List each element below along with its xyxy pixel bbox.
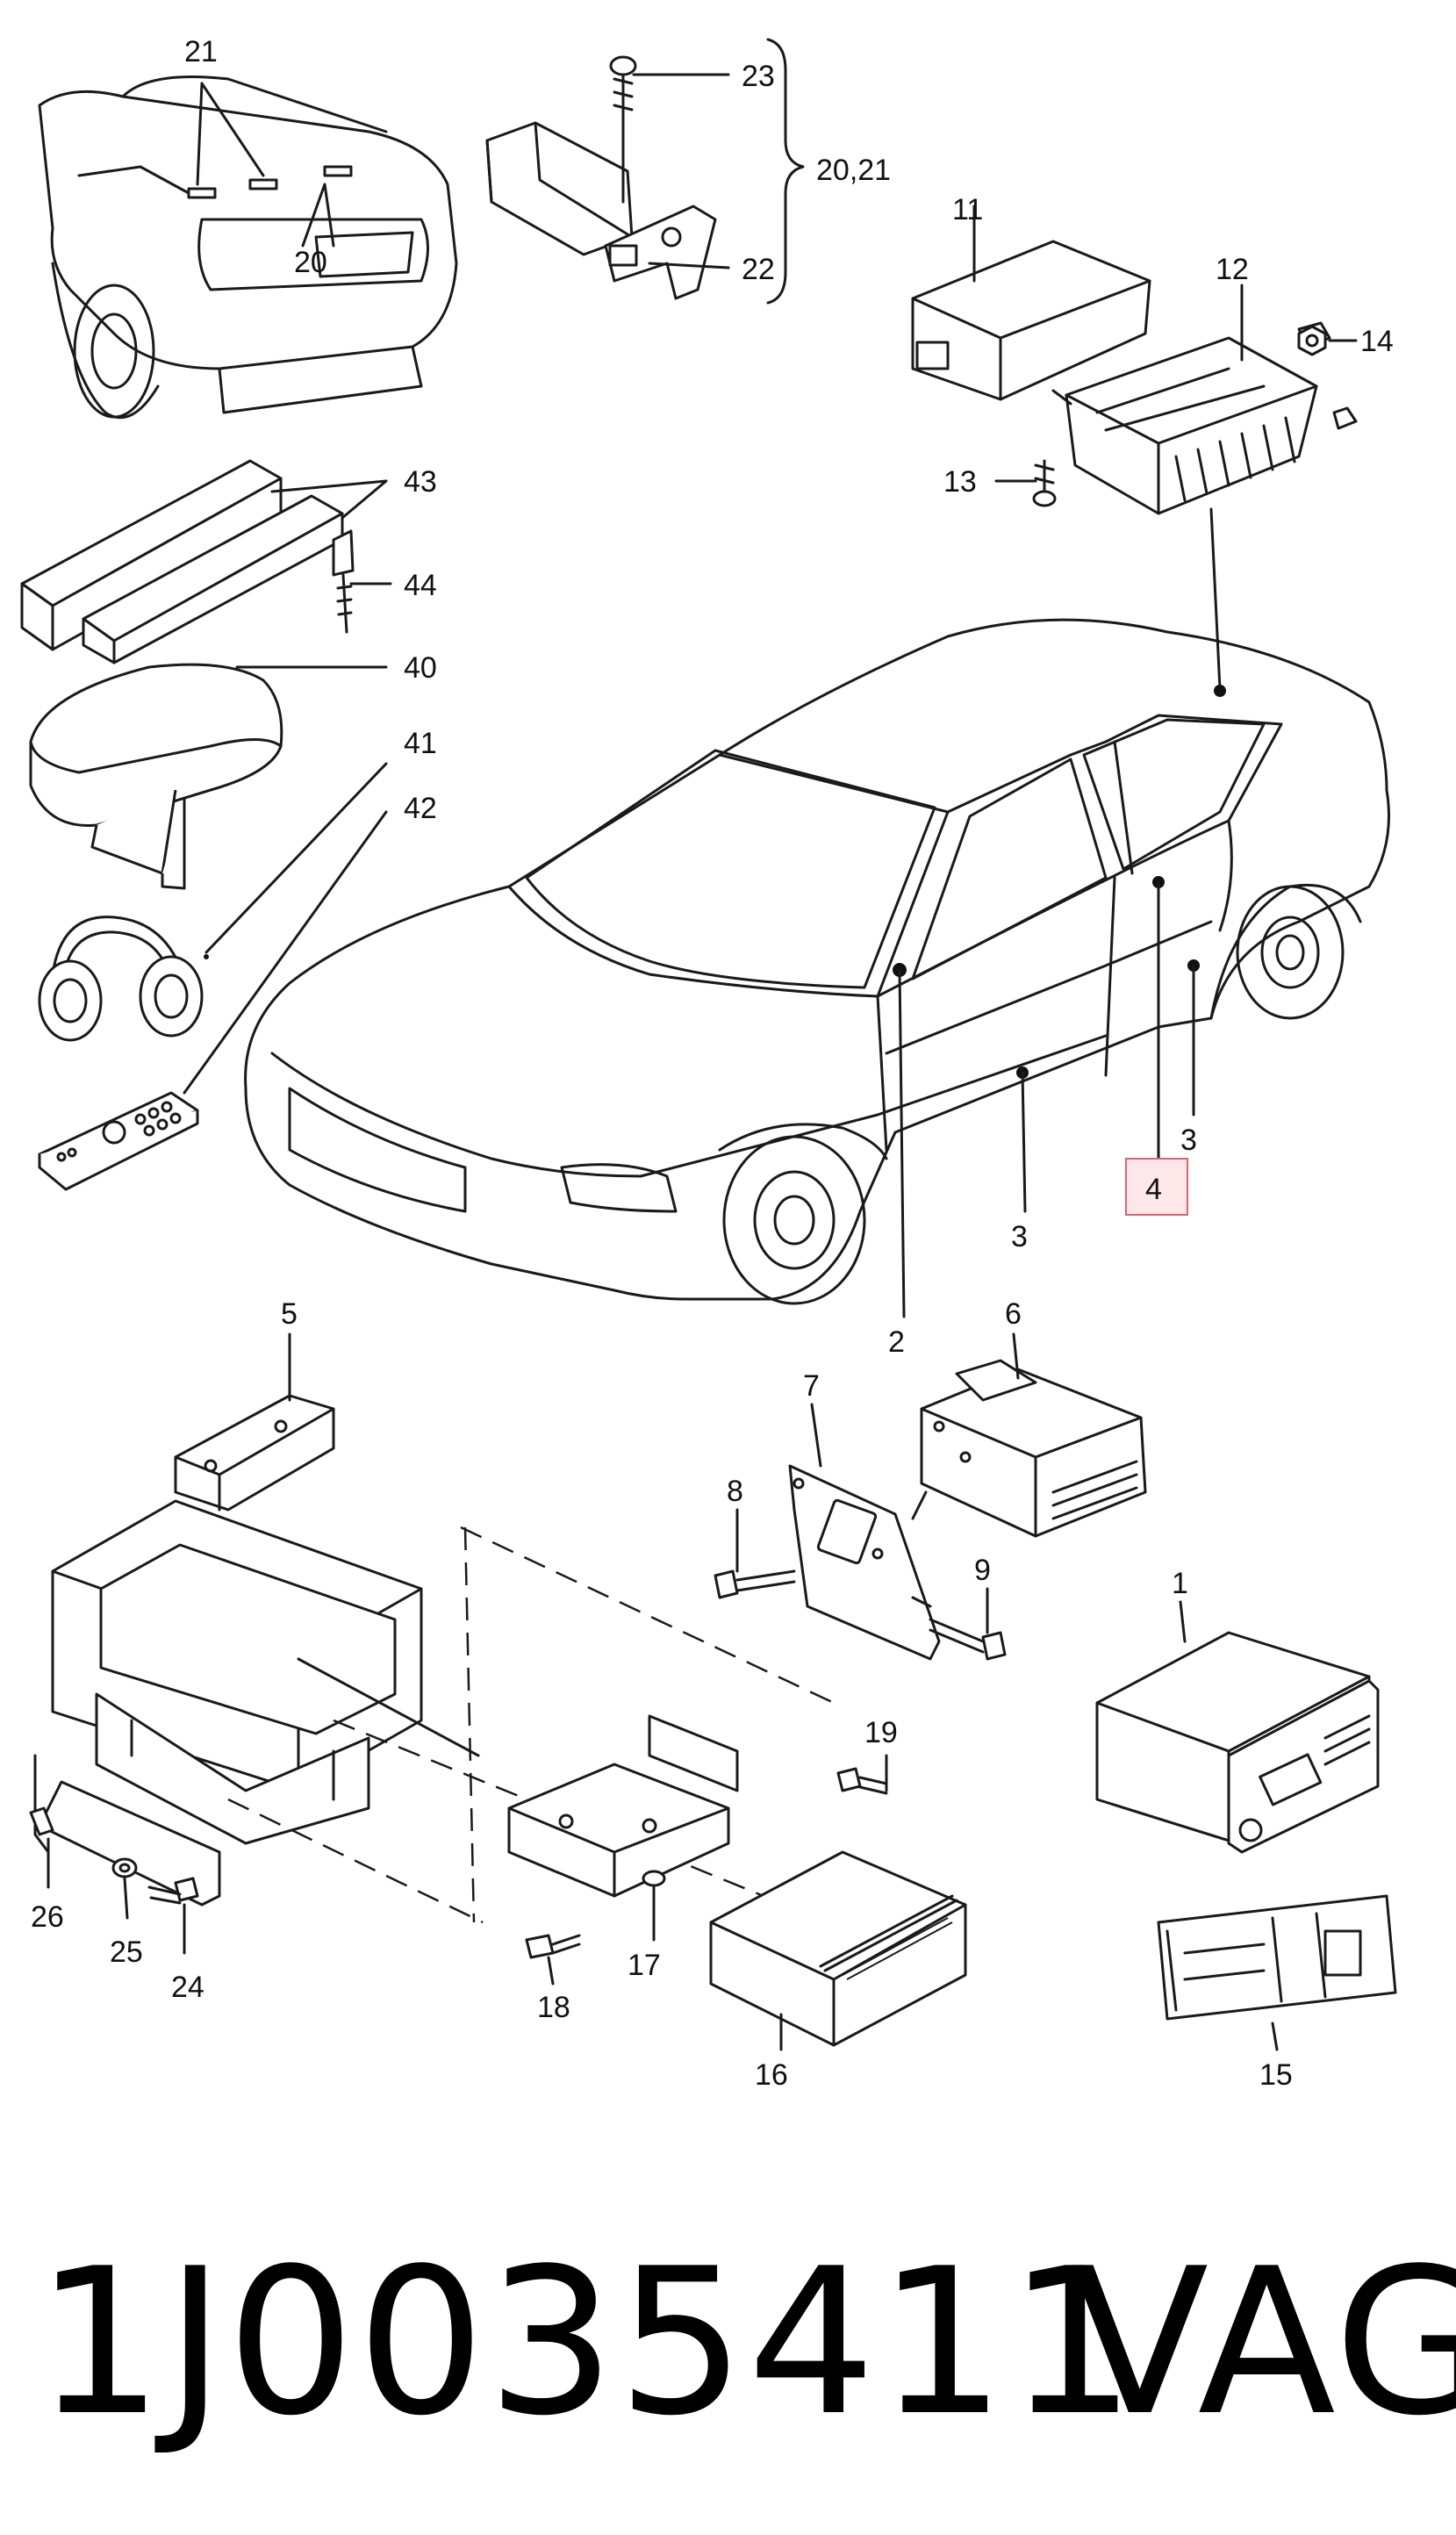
rear-car-drawing [38,75,458,420]
callout-20: 20 [294,246,327,279]
callout-40: 40 [404,651,437,685]
callout-5: 5 [281,1297,298,1331]
callout-2: 2 [888,1325,905,1359]
callout-4: 4 [1145,1173,1162,1206]
callout-18: 18 [537,1991,570,2024]
cd-changer [709,1850,967,2051]
callout-3-right: 3 [1180,1124,1197,1157]
callout-labels: 21 20 23 20,21 22 11 12 14 13 43 44 40 4… [31,35,1394,2092]
callout-24: 24 [171,1971,204,2004]
callout-6: 6 [1005,1297,1022,1331]
callout-15: 15 [1259,2058,1293,2092]
radio-mounting-frame [29,1332,835,1955]
callout-12: 12 [1216,253,1249,286]
callout-14: 14 [1360,325,1394,358]
callout-41: 41 [404,727,437,760]
tuner-module [911,1332,1147,1538]
callout-9: 9 [974,1554,991,1587]
mounting-plate [714,1403,1007,1661]
radio-head-unit [1095,1600,1380,1854]
callout-16: 16 [755,2058,788,2092]
callout-43: 43 [404,465,437,499]
headphones [38,762,388,1042]
callout-17: 17 [628,1949,661,1982]
callout-19: 19 [864,1716,898,1749]
remote-control [38,810,388,1191]
aerial-amplifier-bracket [485,38,805,305]
sedan-drawing [244,618,1390,1318]
callout-20-21: 20,21 [816,154,891,187]
callout-25: 25 [110,1935,143,1969]
callout-22: 22 [742,253,775,286]
callout-21: 21 [184,35,218,68]
highlight-box [1125,1158,1188,1216]
callout-7: 7 [803,1369,820,1403]
part-number: 1J0035411 [35,2226,1138,2460]
insulation-strips [20,459,388,664]
rivet [332,529,392,634]
callout-42: 42 [404,792,437,825]
holder-bracket [507,1714,888,1986]
cover-plate [1157,1894,1397,2051]
callout-13: 13 [943,465,977,499]
callout-44: 44 [404,569,437,602]
amplifier-module [911,205,1358,697]
callout-23: 23 [742,60,775,93]
callout-1: 1 [1172,1567,1188,1600]
callout-8: 8 [727,1475,743,1508]
callout-11: 11 [952,193,983,226]
callout-3-lower: 3 [1011,1220,1028,1253]
armrest-console [29,663,388,890]
callout-26: 26 [31,1900,64,1934]
brand-name: VAG [1071,2226,1456,2460]
